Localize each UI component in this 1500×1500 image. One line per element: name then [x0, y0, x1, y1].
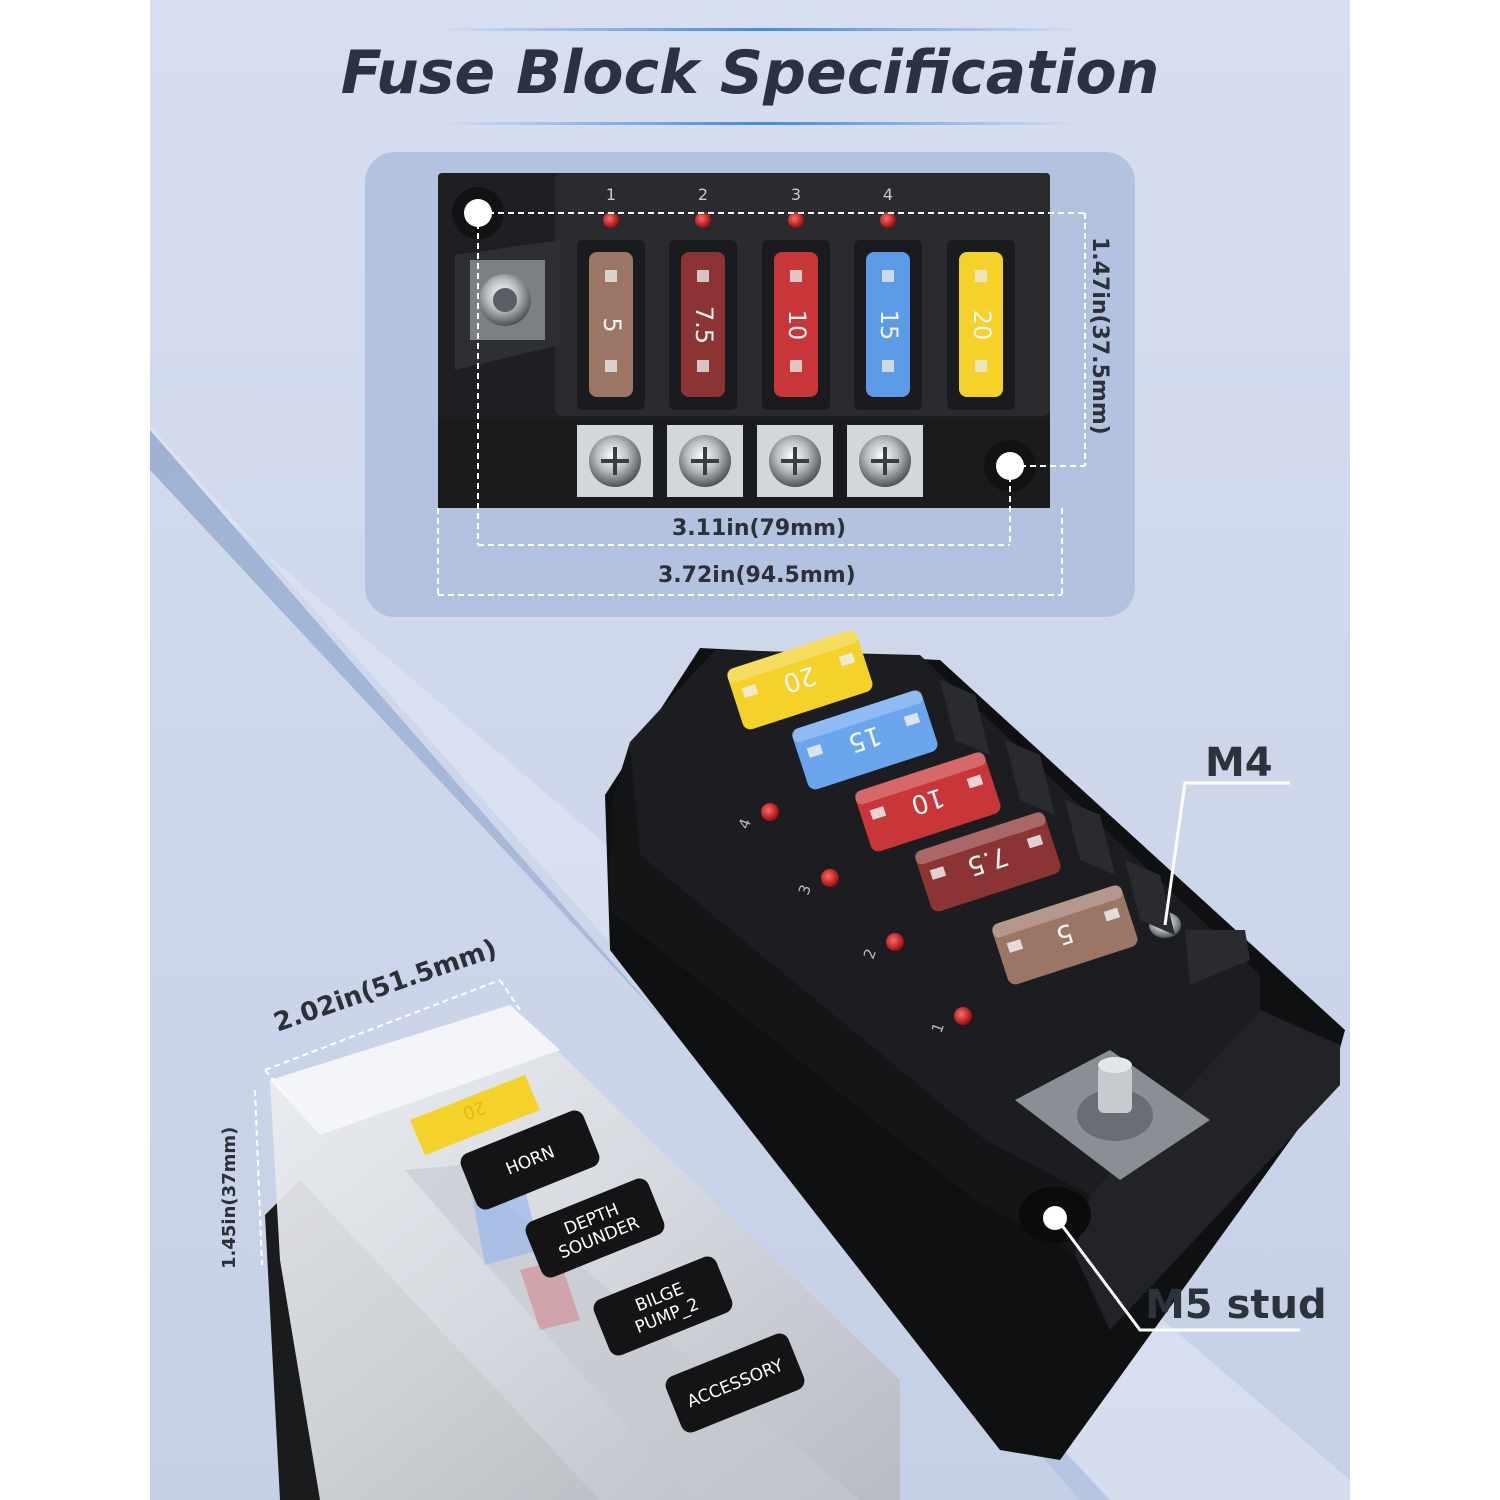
angled-led	[761, 803, 779, 821]
m5-leader-line	[1056, 1219, 1300, 1332]
m4-leader-line	[1163, 781, 1290, 926]
callout-m5-stud: M5 stud	[1145, 1282, 1327, 1328]
callout-m4: M4	[1205, 740, 1273, 786]
top-fuse-rating: 10	[783, 310, 811, 341]
top-fuse	[681, 252, 725, 397]
top-slot-number: 4	[883, 185, 893, 204]
top-fuse	[866, 252, 910, 397]
top-led	[880, 212, 896, 228]
angled-fuse: 20	[727, 630, 873, 730]
dim-label-hole-spacing: 3.11in(79mm)	[672, 516, 847, 541]
page-title: Fuse Block Specification	[340, 38, 1160, 108]
cover-circuit-label: HORN	[460, 1110, 600, 1210]
top-fuse	[959, 252, 1003, 397]
top-slot-number: 2	[698, 185, 708, 204]
top-led	[788, 212, 804, 228]
dim-label-height: 1.47in(37.5mm)	[1087, 237, 1112, 435]
top-fuse	[774, 252, 818, 397]
angled-led	[954, 1007, 972, 1025]
angled-fuse-block	[605, 648, 1345, 1460]
angled-fuse: 15	[792, 690, 938, 790]
angled-fuse: 5	[992, 885, 1138, 985]
dim-line-cover-height	[254, 1089, 263, 1266]
angled-fuse: 7.5	[915, 812, 1061, 912]
top-fuse-rating: 7.5	[690, 306, 718, 344]
top-fuse-rating: 15	[875, 310, 903, 341]
angled-led	[886, 933, 904, 951]
angled-led	[821, 869, 839, 887]
top-fuse-rating: 5	[598, 317, 626, 332]
top-fuse	[589, 252, 633, 397]
dim-line-cover-width	[264, 979, 501, 1071]
top-led	[695, 212, 711, 228]
top-slot-number: 1	[606, 185, 616, 204]
top-led	[603, 212, 619, 228]
title-rule-top	[440, 28, 1080, 31]
top-fuse-rating: 20	[968, 310, 996, 341]
cover-fuse	[410, 1075, 540, 1155]
dim-label-cover-height: 1.45in(37mm)	[219, 1126, 240, 1269]
angled-fuse: 10	[855, 752, 1001, 852]
top-slot-number: 3	[791, 185, 801, 204]
title-rule-bottom	[440, 122, 1080, 125]
dim-label-length: 3.72in(94.5mm)	[658, 563, 856, 588]
